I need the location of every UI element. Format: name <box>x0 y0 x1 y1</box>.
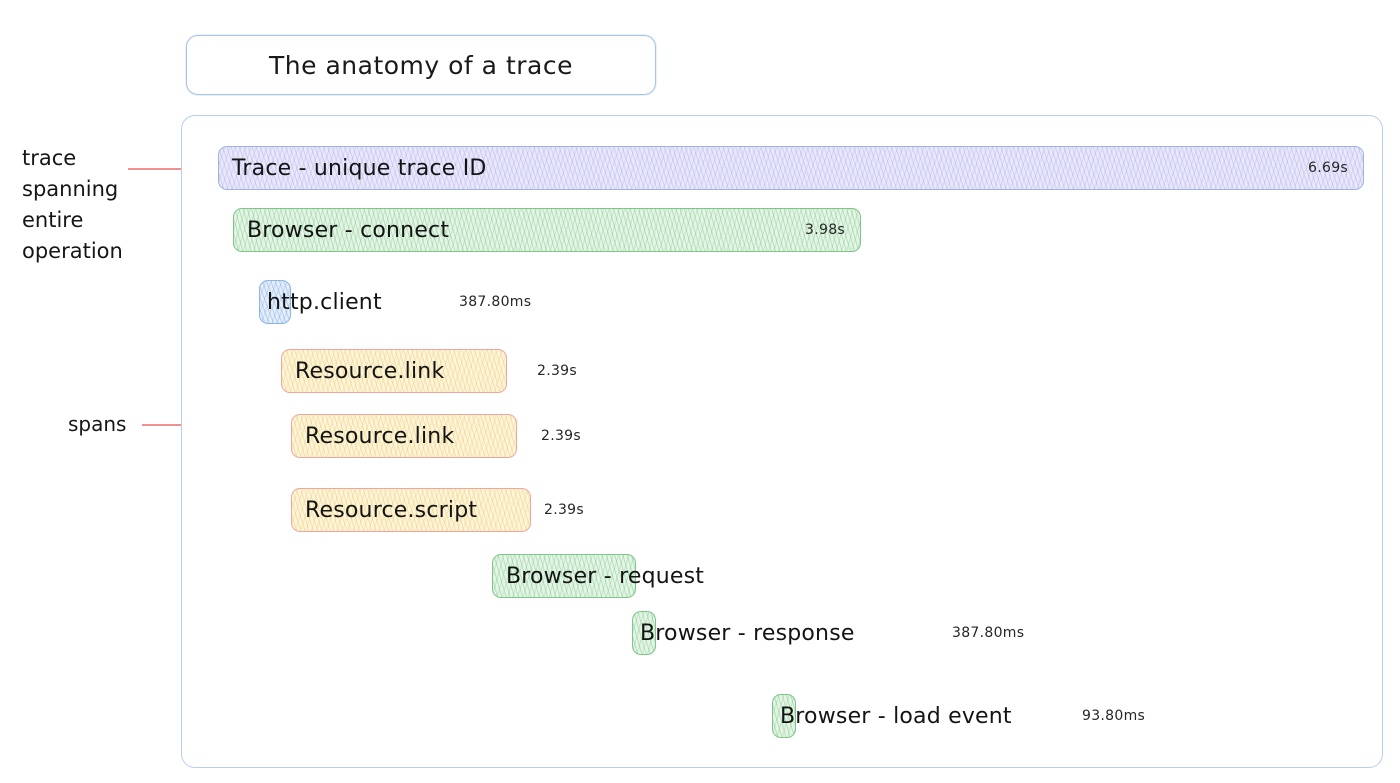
resource-link-bar-1[interactable]: Resource.link <box>281 349 507 393</box>
spans-annotation-leader-line <box>142 424 210 426</box>
diagram-title-card: The anatomy of a trace <box>186 35 656 95</box>
browser-load-event-bar-duration: 93.80ms <box>1082 708 1146 724</box>
resource-link-bar-1-label: Resource.link <box>295 358 445 384</box>
browser-load-event-bar-fill <box>772 694 796 738</box>
http-client-bar-fill <box>259 280 291 324</box>
resource-link-bar-2[interactable]: Resource.link <box>291 414 517 458</box>
browser-request-bar-fill <box>492 554 636 598</box>
resource-link-bar-2-duration: 2.39s <box>541 428 581 444</box>
browser-request-bar-label: Browser - request <box>506 563 705 589</box>
trace-annotation-label: trace spanning entire operation <box>22 146 123 263</box>
trace-waterfall-container: Trace - unique trace ID 6.69s Browser - … <box>181 115 1383 768</box>
http-client-bar-duration: 387.80ms <box>459 294 532 310</box>
browser-connect-bar[interactable]: Browser - connect 3.98s <box>233 208 861 252</box>
browser-response-bar-duration: 387.80ms <box>952 625 1025 641</box>
trace-bar[interactable]: Trace - unique trace ID 6.69s <box>218 146 1364 190</box>
trace-bar-label: Trace - unique trace ID <box>232 155 487 181</box>
browser-connect-bar-label: Browser - connect <box>247 217 450 243</box>
trace-bar-duration: 6.69s <box>1308 160 1348 176</box>
browser-response-bar-fill <box>632 611 656 655</box>
resource-script-bar-label: Resource.script <box>305 497 478 523</box>
resource-link-bar-2-label: Resource.link <box>305 423 455 449</box>
resource-link-bar-1-duration: 2.39s <box>537 363 577 379</box>
browser-load-event-bar[interactable]: Browser - load event <box>772 694 1012 738</box>
browser-load-event-bar-label: Browser - load event <box>780 703 1012 729</box>
http-client-bar-label: http.client <box>267 289 382 315</box>
spans-annotation-label: spans <box>68 412 127 436</box>
browser-request-bar[interactable]: Browser - request <box>492 554 704 598</box>
trace-bar-fill <box>218 146 1364 190</box>
resource-script-bar-fill <box>291 488 531 532</box>
browser-response-bar-label: Browser - response <box>640 620 855 646</box>
resource-link-bar-2-fill <box>291 414 517 458</box>
resource-link-bar-1-fill <box>281 349 507 393</box>
page-title: The anatomy of a trace <box>269 50 573 80</box>
http-client-bar[interactable]: http.client <box>259 280 382 324</box>
resource-script-bar-duration: 2.39s <box>544 502 584 518</box>
browser-connect-bar-fill <box>233 208 861 252</box>
resource-script-bar[interactable]: Resource.script <box>291 488 531 532</box>
browser-response-bar[interactable]: Browser - response <box>632 611 854 655</box>
browser-connect-bar-duration: 3.98s <box>805 222 845 238</box>
trace-annotation-leader-line <box>128 168 184 170</box>
